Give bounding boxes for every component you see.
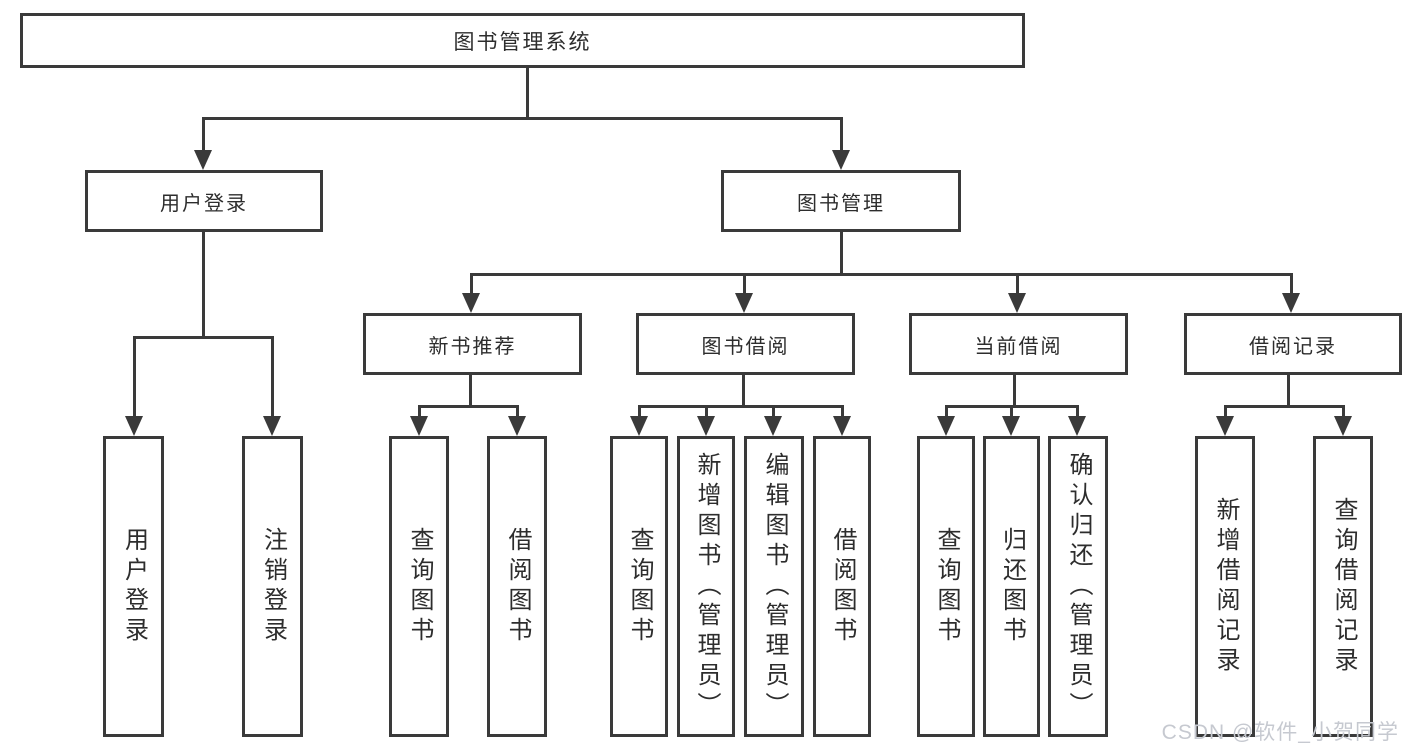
leaf-borrow-books-recommend: 借阅图书: [487, 436, 547, 737]
connector-vline: [1224, 405, 1227, 418]
connector-vline: [742, 373, 745, 406]
connector-vline: [271, 336, 274, 418]
leaf-label: 借阅图书: [829, 526, 856, 647]
connector-vline: [1076, 405, 1079, 418]
connector-hline: [133, 336, 274, 339]
leaf-query-books-borrow: 查询图书: [610, 436, 668, 737]
connector-vline: [1342, 405, 1345, 418]
arrowhead-down-icon: [1282, 293, 1300, 313]
node-book-borrow: 图书借阅: [636, 313, 855, 375]
node-label: 借阅记录: [1249, 335, 1337, 358]
connector-vline: [133, 336, 136, 418]
connector-vline: [841, 405, 844, 418]
connector-vline: [516, 405, 519, 418]
node-current-borrow: 当前借阅: [909, 313, 1128, 375]
arrowhead-down-icon: [125, 416, 143, 436]
arrowhead-down-icon: [1216, 416, 1234, 436]
arrowhead-down-icon: [630, 416, 648, 436]
connector-vline: [1287, 373, 1290, 406]
arrowhead-down-icon: [194, 150, 212, 170]
watermark: CSDN @软件_小贺同学: [1161, 721, 1399, 744]
leaf-add-book-admin: 新增图书（管理员）: [677, 436, 735, 737]
leaf-label: 查询图书: [933, 526, 960, 647]
arrowhead-down-icon: [937, 416, 955, 436]
connector-vline: [1013, 373, 1016, 406]
connector-vline: [202, 117, 205, 152]
node-label: 新书推荐: [428, 335, 517, 358]
connector-hline: [1224, 405, 1345, 408]
connector-vline: [1016, 273, 1019, 295]
arrowhead-down-icon: [410, 416, 428, 436]
leaf-label: 注销登录: [259, 526, 287, 647]
node-root-label: 图书管理系统: [453, 30, 592, 54]
connector-hline: [202, 117, 843, 120]
arrowhead-down-icon: [764, 416, 782, 436]
arrowhead-down-icon: [832, 150, 850, 170]
arrowhead-down-icon: [1002, 416, 1020, 436]
connector-hline: [470, 273, 1292, 276]
leaf-label: 查询借阅记录: [1330, 496, 1357, 677]
connector-vline: [1290, 273, 1293, 295]
leaf-logout: 注销登录: [242, 436, 303, 737]
leaf-label: 查询图书: [626, 526, 653, 647]
connector-vline: [638, 405, 641, 418]
node-root: 图书管理系统: [20, 13, 1025, 68]
connector-vline: [705, 405, 708, 418]
arrowhead-down-icon: [735, 293, 753, 313]
connector-hline: [418, 405, 519, 408]
arrowhead-down-icon: [508, 416, 526, 436]
connector-vline: [743, 273, 746, 295]
connector-hline: [638, 405, 844, 408]
connector-vline: [945, 405, 948, 418]
connector-vline: [202, 230, 205, 337]
leaf-query-books-current: 查询图书: [917, 436, 975, 737]
leaf-query-borrow-record: 查询借阅记录: [1313, 436, 1373, 737]
arrowhead-down-icon: [1068, 416, 1086, 436]
leaf-query-books-recommend: 查询图书: [389, 436, 449, 737]
connector-vline: [840, 117, 843, 152]
node-borrow-records: 借阅记录: [1184, 313, 1402, 375]
node-label: 图书管理: [797, 192, 885, 215]
leaf-label: 新增借阅记录: [1212, 496, 1239, 677]
leaf-add-borrow-record: 新增借阅记录: [1195, 436, 1255, 737]
connector-vline: [469, 373, 472, 406]
connector-vline: [418, 405, 421, 418]
connector-vline: [840, 230, 843, 274]
arrowhead-down-icon: [697, 416, 715, 436]
node-label: 图书借阅: [701, 335, 790, 358]
arrowhead-down-icon: [263, 416, 281, 436]
leaf-label: 编辑图书（管理员）: [761, 451, 788, 722]
connector-vline: [526, 66, 529, 117]
connector-vline: [1010, 405, 1013, 418]
connector-vline: [470, 273, 473, 295]
node-label: 用户登录: [160, 192, 248, 215]
connector-vline: [772, 405, 775, 418]
leaf-borrow-books: 借阅图书: [813, 436, 871, 737]
leaf-return-book: 归还图书: [983, 436, 1040, 737]
leaf-edit-book-admin: 编辑图书（管理员）: [744, 436, 804, 737]
leaf-label: 用户登录: [120, 526, 148, 647]
node-new-book-recommend: 新书推荐: [363, 313, 582, 375]
leaf-confirm-return-admin: 确认归还（管理员）: [1048, 436, 1108, 737]
arrowhead-down-icon: [462, 293, 480, 313]
leaf-label: 借阅图书: [504, 526, 531, 647]
node-user-login: 用户登录: [85, 170, 323, 232]
node-book-management: 图书管理: [721, 170, 961, 232]
leaf-label: 归还图书: [998, 526, 1026, 647]
arrowhead-down-icon: [1008, 293, 1026, 313]
arrowhead-down-icon: [1334, 416, 1352, 436]
node-label: 当前借阅: [974, 335, 1063, 358]
leaf-label: 查询图书: [406, 526, 433, 647]
arrowhead-down-icon: [833, 416, 851, 436]
leaf-label: 确认归还（管理员）: [1065, 451, 1092, 722]
leaf-label: 新增图书（管理员）: [693, 451, 720, 722]
leaf-user-login: 用户登录: [103, 436, 164, 737]
